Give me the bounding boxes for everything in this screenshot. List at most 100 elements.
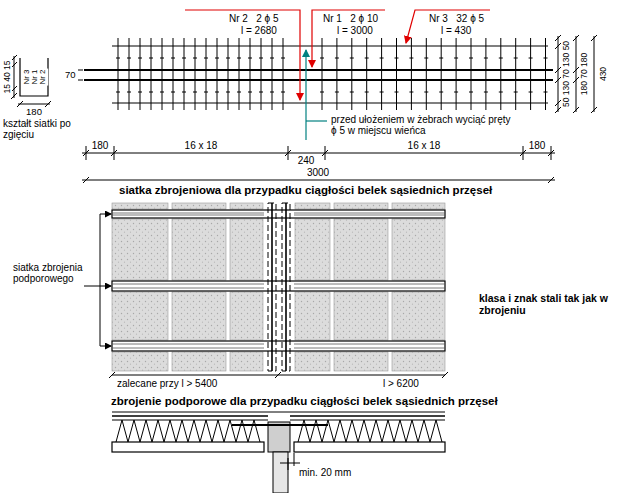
mesh-rung bbox=[261, 38, 262, 110]
heading: zbrojenie podporowe dla przypadku ciągło… bbox=[110, 395, 499, 408]
mesh-rung bbox=[195, 38, 196, 110]
mesh-rung bbox=[500, 38, 501, 110]
weld-mark bbox=[160, 92, 164, 93]
dimension: 180 bbox=[528, 140, 547, 151]
dimension-tick bbox=[17, 101, 23, 107]
mesh-rung bbox=[239, 38, 240, 110]
dimension-tick bbox=[83, 177, 89, 183]
hollow-block bbox=[392, 352, 445, 371]
dimension-tick bbox=[322, 150, 328, 156]
truss-chord bbox=[112, 420, 268, 421]
weld-mark bbox=[514, 58, 518, 59]
bar-mark: Nr 2 bbox=[38, 68, 48, 85]
leader-line bbox=[306, 120, 327, 121]
mesh-rung bbox=[336, 38, 337, 110]
dimension: 430 bbox=[598, 66, 608, 82]
mesh-rung bbox=[173, 38, 174, 110]
weld-mark bbox=[499, 58, 503, 59]
weld-mark bbox=[215, 92, 219, 93]
dimension-extension bbox=[288, 458, 289, 470]
bent-mesh-shape bbox=[20, 58, 48, 96]
mesh-rung bbox=[217, 38, 218, 110]
leader-line bbox=[406, 10, 490, 43]
dimension-line bbox=[78, 80, 83, 81]
beam-base bbox=[294, 442, 445, 452]
dimension-tick bbox=[275, 372, 281, 378]
mesh-rung bbox=[184, 38, 185, 110]
weld-mark bbox=[529, 92, 533, 93]
dimension: 240 bbox=[297, 155, 316, 166]
mesh-rung bbox=[151, 38, 152, 110]
mesh-bar bbox=[112, 102, 548, 103]
weld-mark bbox=[424, 92, 428, 93]
truss-web bbox=[116, 420, 260, 442]
weld-mark bbox=[127, 92, 131, 93]
weld-mark bbox=[138, 92, 142, 93]
weld-mark bbox=[439, 58, 443, 59]
weld-mark bbox=[259, 92, 263, 93]
slab-edge bbox=[112, 412, 445, 413]
hollow-block bbox=[172, 203, 226, 209]
hollow-block bbox=[230, 219, 263, 280]
hollow-block bbox=[295, 219, 330, 280]
weld-mark bbox=[248, 92, 252, 93]
weld-mark bbox=[469, 92, 473, 93]
weld-mark bbox=[226, 58, 230, 59]
dimension: 180 bbox=[25, 106, 43, 117]
weld-mark bbox=[320, 58, 324, 59]
dimension: 180 70 180 bbox=[579, 52, 589, 97]
dimension-line bbox=[14, 56, 15, 98]
hollow-block bbox=[295, 292, 330, 340]
note: kształt siatki po zgięciu bbox=[2, 118, 84, 140]
hollow-block bbox=[334, 203, 388, 209]
weld-mark bbox=[149, 58, 153, 59]
weld-mark bbox=[248, 58, 252, 59]
weld-mark bbox=[259, 58, 263, 59]
dimension-tick bbox=[591, 35, 597, 41]
truss-chord bbox=[290, 415, 445, 416]
weld-mark bbox=[237, 92, 241, 93]
mesh-rung bbox=[515, 38, 516, 110]
weld-mark bbox=[215, 58, 219, 59]
hollow-block bbox=[230, 292, 263, 340]
hollow-block bbox=[392, 292, 445, 340]
bar-length: l = 430 bbox=[440, 25, 472, 36]
hollow-block bbox=[334, 292, 388, 340]
hollow-block bbox=[334, 352, 388, 371]
hollow-block bbox=[230, 352, 263, 371]
weld-mark bbox=[149, 92, 153, 93]
weld-mark bbox=[281, 58, 285, 59]
hollow-block bbox=[392, 203, 445, 209]
dimension: 16 x 18 bbox=[407, 140, 442, 151]
hollow-block bbox=[295, 203, 330, 209]
truss-chord bbox=[290, 420, 445, 421]
weld-mark bbox=[544, 92, 548, 93]
note: klasa i znak stali tak jak w zbrojeniu bbox=[478, 292, 620, 316]
bar-length: l = 3000 bbox=[336, 25, 374, 36]
note: siatka zbrojenia podporowego bbox=[12, 262, 84, 284]
bracket-line bbox=[84, 286, 100, 287]
dimension-tick bbox=[591, 107, 597, 113]
dimension-tick bbox=[285, 150, 291, 156]
mesh-rung bbox=[228, 38, 229, 110]
dimension-line bbox=[82, 153, 555, 154]
mesh-rung bbox=[129, 38, 130, 110]
weld-mark bbox=[544, 58, 548, 59]
weld-mark bbox=[237, 58, 241, 59]
weld-mark bbox=[182, 92, 186, 93]
weld-mark bbox=[409, 92, 413, 93]
weld-mark bbox=[116, 58, 120, 59]
support-mesh bbox=[282, 203, 290, 371]
support-strip bbox=[264, 203, 294, 371]
weld-mark bbox=[171, 58, 175, 59]
weld-mark bbox=[335, 58, 339, 59]
mesh-rung bbox=[471, 38, 472, 110]
weld-mark bbox=[454, 92, 458, 93]
support-wall bbox=[273, 452, 288, 493]
dimension-tick bbox=[573, 35, 579, 41]
mesh-rung bbox=[426, 38, 427, 110]
truss-chord bbox=[112, 415, 268, 416]
hollow-block bbox=[334, 219, 388, 280]
callout-number: Nr 3 32 ϕ 5 bbox=[428, 13, 485, 24]
